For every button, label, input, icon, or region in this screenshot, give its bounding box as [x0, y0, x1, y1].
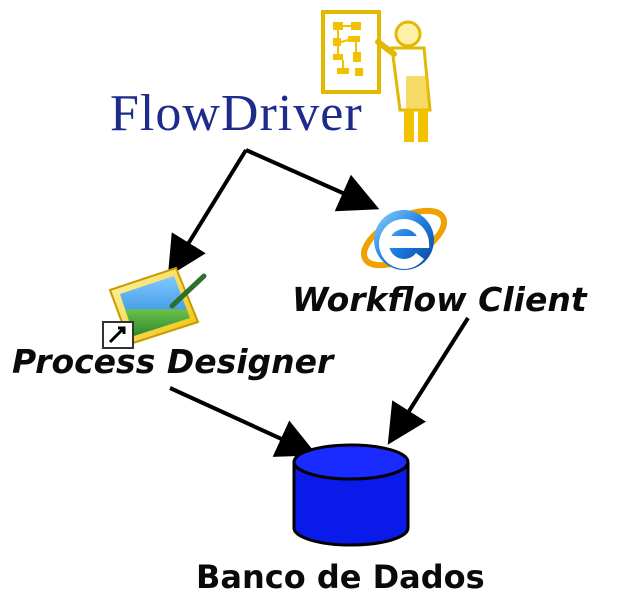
arrow-workflow-client-to-database — [387, 316, 470, 445]
arrows — [167, 148, 470, 457]
arrow-flowdriver-to-process-designer — [167, 148, 248, 277]
arrow-flowdriver-to-workflow-client — [245, 148, 380, 212]
internet-explorer-icon — [361, 207, 447, 270]
flowdriver-logo-text: FlowDriver — [110, 85, 363, 142]
arrow-process-designer-to-database — [169, 386, 318, 457]
designer-shortcut-icon — [102, 266, 207, 349]
workflow-client-label: Workflow Client — [292, 280, 587, 319]
process-designer-label: Process Designer — [12, 342, 334, 381]
database-icon — [292, 443, 410, 547]
database-label: Banco de Dados — [196, 558, 485, 594]
presenter-icon — [321, 10, 432, 142]
